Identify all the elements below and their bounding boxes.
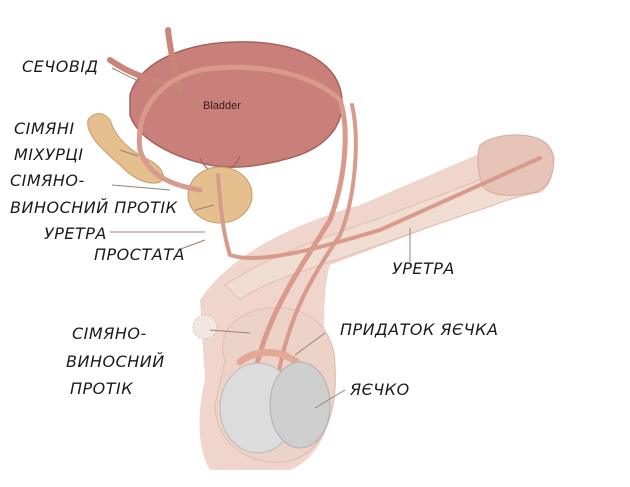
ureter [165, 27, 183, 93]
leader-vas-low [209, 329, 251, 334]
bladder-label: Bladder [203, 100, 241, 112]
label-vas-top: СЕЧОВІД [22, 57, 99, 76]
leader-vas-mid2 [194, 204, 215, 211]
leader-prostate [177, 239, 206, 251]
label-prostate: ПРОСТАТА [94, 245, 185, 264]
leader-seminal [119, 149, 139, 157]
seminal-vesicle [87, 113, 164, 184]
ureter-left [107, 57, 168, 85]
leader-vas-top [111, 67, 141, 83]
vas-deferens [136, 64, 348, 403]
hair-patch [192, 314, 218, 340]
label-seminal-2: МІХУРЦІ [14, 145, 84, 164]
glans [477, 134, 554, 196]
label-vas-mid-1: СІМЯНО- [10, 171, 85, 190]
urethra [216, 156, 542, 260]
leader-lines [110, 67, 411, 409]
leader-epididymis [294, 332, 326, 356]
label-vas-mid-2: ВИНОСНИЙ ПРОТІК [10, 198, 178, 217]
label-urethra-right: УРЕТРА [392, 259, 455, 278]
label-epididymis: ПРИДАТОК ЯЄЧКА [340, 320, 499, 339]
leader-testis [314, 389, 346, 409]
label-vas-low-3: ПРОТІК [70, 379, 134, 398]
label-testis: ЯЄЧКО [350, 380, 410, 399]
label-vas-low-1: СІМЯНО- [72, 324, 147, 343]
label-urethra-left: УРЕТРА [44, 224, 107, 243]
vas-deferens-2 [273, 103, 358, 397]
testis-right [269, 361, 331, 449]
label-seminal-1: СІМЯНІ [14, 119, 75, 138]
label-vas-low-2: ВИНОСНИЙ [66, 352, 165, 371]
leader-vas-mid [111, 184, 171, 191]
